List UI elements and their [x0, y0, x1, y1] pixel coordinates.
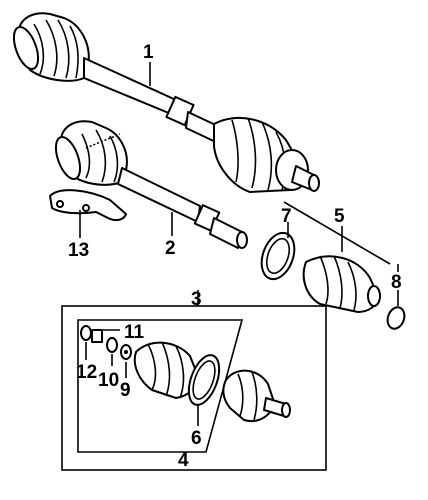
- callout-4: 4: [178, 450, 189, 471]
- clamp-8: [386, 306, 406, 330]
- callout-5: 5: [334, 206, 345, 227]
- axle-shaft-1: [12, 12, 320, 193]
- boot-5: [302, 255, 381, 313]
- callout-7: 7: [281, 206, 292, 227]
- callout-11: 11: [124, 322, 145, 343]
- leader-lines: [79, 62, 399, 426]
- kit-box-3: [61, 305, 327, 471]
- clamp-6: [187, 354, 221, 406]
- callout-9: 9: [120, 380, 131, 401]
- callout-1: 1: [143, 42, 154, 63]
- callout-10: 10: [98, 370, 119, 391]
- kit-small-parts: [80, 325, 132, 360]
- cv-joint: [222, 369, 291, 422]
- heat-shield-13: [49, 189, 127, 222]
- callout-3: 3: [191, 289, 202, 310]
- callout-13: 13: [68, 240, 89, 261]
- callout-12: 12: [76, 362, 97, 383]
- axle-shaft-2: [54, 120, 248, 249]
- callouts: 1 2 3 4 5 6 7 8 9 10 11 12 13: [68, 42, 402, 471]
- callout-2: 2: [165, 238, 176, 259]
- callout-6: 6: [191, 428, 202, 449]
- callout-8: 8: [391, 272, 402, 293]
- clamp-7: [260, 231, 296, 281]
